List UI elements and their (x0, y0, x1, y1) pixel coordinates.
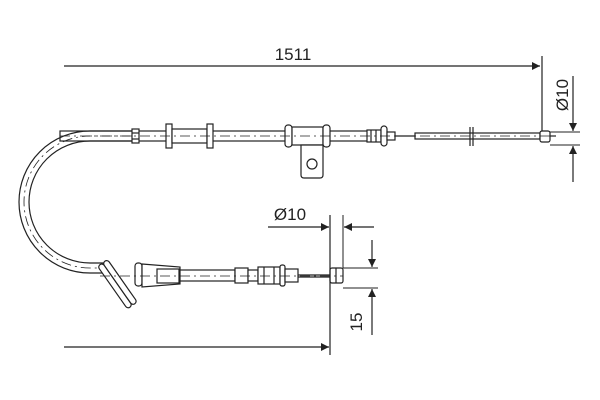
upper-cable (59, 123, 556, 179)
right-end-diameter-dimension: Ø10 (550, 76, 580, 182)
left-end-diameter-dimension: Ø10 (268, 205, 374, 355)
left-length-label: 15 (347, 313, 366, 332)
overall-length-label: 1511 (275, 45, 312, 64)
overall-length-dimension: 1511 (64, 45, 543, 142)
left-diameter-label: Ø10 (274, 205, 306, 224)
lower-cable (98, 260, 344, 309)
right-diameter-label: Ø10 (553, 79, 572, 111)
left-end-length-dimension: 15 (343, 240, 378, 335)
cable-loop (18, 130, 132, 274)
